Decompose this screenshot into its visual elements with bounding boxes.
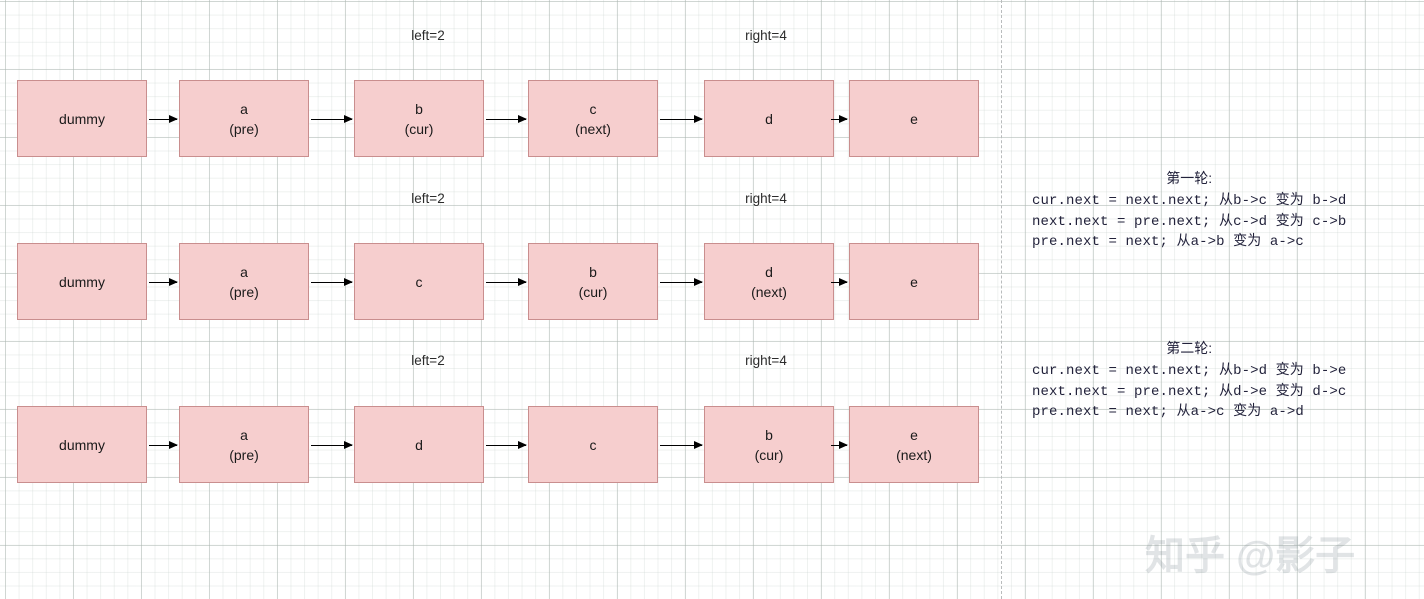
- next-pointer-arrow: [831, 115, 848, 123]
- node-label: d: [415, 436, 423, 453]
- node-box: c (next): [528, 80, 658, 157]
- code-line: next.next = pre.next; 从c->d 变为 c->b: [1032, 213, 1347, 230]
- node-pointer-label: (cur): [578, 283, 608, 300]
- node-box: d: [704, 80, 834, 157]
- code-line: pre.next = next; 从a->b 变为 a->c: [1032, 234, 1304, 250]
- round-title: 第二轮:: [1166, 340, 1213, 356]
- node-box: dummy: [17, 243, 147, 320]
- right-pointer-label: right=4: [745, 28, 787, 43]
- next-pointer-arrow: [311, 278, 353, 286]
- node-box: e: [849, 80, 979, 157]
- next-pointer-arrow: [149, 441, 178, 449]
- left-pointer-label: left=2: [411, 353, 445, 368]
- panel-divider: [1001, 0, 1002, 599]
- next-pointer-arrow: [486, 278, 527, 286]
- node-label: a: [240, 100, 248, 117]
- code-explanation-block: 第一轮: cur.next = next.next; 从b->c 变为 b->d n…: [1032, 168, 1346, 253]
- code-line: pre.next = next; 从a->c 变为 a->d: [1032, 404, 1304, 420]
- node-label: e: [910, 273, 918, 290]
- code-line: cur.next = next.next; 从b->c 变为 b->d: [1032, 193, 1347, 209]
- node-pointer-label: (next): [896, 446, 932, 463]
- node-box: dummy: [17, 406, 147, 483]
- node-label: c: [589, 436, 597, 453]
- node-pointer-label: (pre): [229, 446, 259, 463]
- node-box: b (cur): [528, 243, 658, 320]
- node-box: d (next): [704, 243, 834, 320]
- node-label: c: [589, 100, 597, 117]
- node-pointer-label: (cur): [754, 446, 784, 463]
- code-explanation-block: 第二轮: cur.next = next.next; 从b->d 变为 b->e n…: [1032, 338, 1346, 423]
- node-label: a: [240, 263, 248, 280]
- next-pointer-arrow: [831, 441, 848, 449]
- right-pointer-label: right=4: [745, 353, 787, 368]
- node-label: dummy: [59, 436, 105, 453]
- node-label: dummy: [59, 273, 105, 290]
- node-box: a (pre): [179, 80, 309, 157]
- node-pointer-label: (cur): [404, 120, 434, 137]
- node-label: d: [765, 110, 773, 127]
- node-label: c: [415, 273, 423, 290]
- next-pointer-arrow: [149, 278, 178, 286]
- node-label: b: [765, 426, 773, 443]
- next-pointer-arrow: [660, 278, 703, 286]
- round-title: 第一轮:: [1166, 170, 1213, 186]
- right-pointer-label: right=4: [745, 191, 787, 206]
- node-box: e (next): [849, 406, 979, 483]
- node-pointer-label: (pre): [229, 120, 259, 137]
- node-label: e: [910, 110, 918, 127]
- node-label: d: [765, 263, 773, 280]
- next-pointer-arrow: [660, 441, 703, 449]
- node-label: e: [910, 426, 918, 443]
- node-box: e: [849, 243, 979, 320]
- left-pointer-label: left=2: [411, 191, 445, 206]
- node-pointer-label: (next): [575, 120, 611, 137]
- node-label: b: [415, 100, 423, 117]
- node-box: d: [354, 406, 484, 483]
- node-box: a (pre): [179, 406, 309, 483]
- node-box: b (cur): [354, 80, 484, 157]
- watermark: 知乎 @影子: [1145, 534, 1356, 578]
- next-pointer-arrow: [486, 441, 527, 449]
- node-pointer-label: (pre): [229, 283, 259, 300]
- code-line: cur.next = next.next; 从b->d 变为 b->e: [1032, 363, 1347, 379]
- node-label: a: [240, 426, 248, 443]
- next-pointer-arrow: [311, 441, 353, 449]
- node-box: c: [354, 243, 484, 320]
- next-pointer-arrow: [311, 115, 353, 123]
- next-pointer-arrow: [660, 115, 703, 123]
- next-pointer-arrow: [831, 278, 848, 286]
- node-box: b (cur): [704, 406, 834, 483]
- next-pointer-arrow: [486, 115, 527, 123]
- node-pointer-label: (next): [751, 283, 787, 300]
- node-box: c: [528, 406, 658, 483]
- next-pointer-arrow: [149, 115, 178, 123]
- code-line: next.next = pre.next; 从d->e 变为 d->c: [1032, 383, 1347, 400]
- left-pointer-label: left=2: [411, 28, 445, 43]
- node-label: b: [589, 263, 597, 280]
- node-box: a (pre): [179, 243, 309, 320]
- node-label: dummy: [59, 110, 105, 127]
- node-box: dummy: [17, 80, 147, 157]
